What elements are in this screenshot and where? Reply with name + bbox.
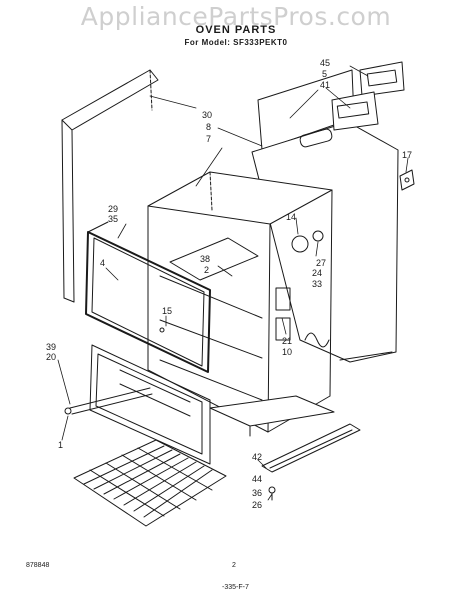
footer-code: -335-F-7 — [222, 584, 249, 591]
callout-21: 21 — [282, 336, 292, 346]
callout-44: 44 — [252, 474, 262, 484]
side-controls — [275, 230, 330, 348]
callout-1: 1 — [58, 440, 63, 450]
doc-number: 878848 — [26, 562, 50, 569]
door-frame-gasket — [85, 221, 211, 373]
callout-labels: 45 5 41 30 8 7 17 29 35 14 4 38 2 27 24 … — [46, 58, 412, 510]
callout-4: 4 — [100, 258, 105, 268]
callout-10: 10 — [282, 347, 292, 357]
callout-39: 39 — [46, 342, 56, 352]
callout-8: 8 — [206, 122, 211, 132]
oven-rack — [73, 439, 227, 527]
callout-29: 29 — [108, 204, 118, 214]
leader-lines — [57, 65, 409, 501]
callout-41: 41 — [320, 80, 330, 90]
callout-7: 7 — [206, 134, 211, 144]
diagram-title: OVEN PARTS — [195, 24, 277, 36]
callout-14: 14 — [286, 212, 296, 222]
rear-panel — [251, 69, 399, 363]
callout-17: 17 — [402, 150, 412, 160]
callout-30: 30 — [202, 110, 212, 120]
bottom-tray — [209, 395, 335, 437]
vent-covers — [331, 61, 405, 131]
callout-35: 35 — [108, 214, 118, 224]
model-line: For Model: SF333PEKT0 — [184, 38, 288, 47]
callout-27: 27 — [316, 258, 326, 268]
bake-element — [64, 387, 153, 415]
callout-42: 42 — [252, 452, 262, 462]
callout-2: 2 — [204, 265, 209, 275]
bracket-part — [399, 169, 415, 191]
callout-20: 20 — [46, 352, 56, 362]
callout-15: 15 — [162, 306, 172, 316]
callout-33: 33 — [312, 279, 322, 289]
callout-5: 5 — [322, 69, 327, 79]
callout-45: 45 — [320, 58, 330, 68]
oven-cavity — [147, 171, 333, 433]
side-panel — [61, 69, 159, 303]
page-number: 2 — [232, 562, 236, 569]
callout-38: 38 — [200, 254, 210, 264]
callout-24: 24 — [312, 268, 322, 278]
callout-36: 36 — [252, 488, 262, 498]
callout-26: 26 — [252, 500, 262, 510]
broil-element — [261, 423, 361, 473]
lower-front-frame — [89, 344, 211, 465]
watermark: AppliancePartsPros.com — [80, 2, 392, 31]
